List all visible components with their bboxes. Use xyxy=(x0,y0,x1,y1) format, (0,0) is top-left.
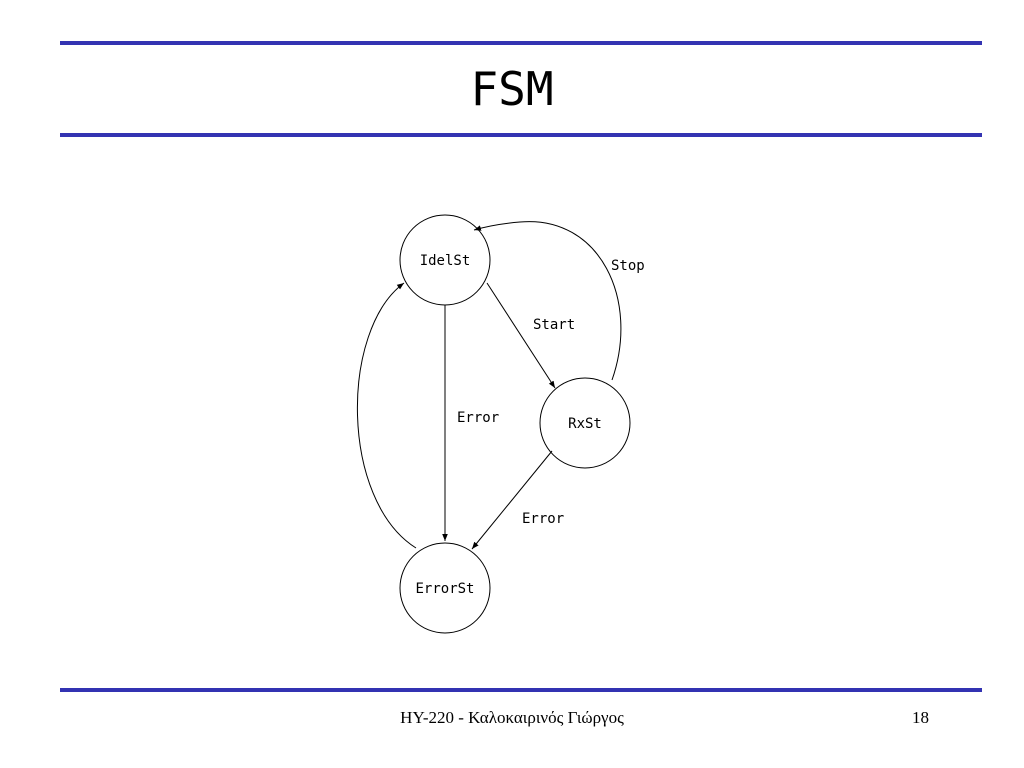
footer-rule xyxy=(60,688,982,692)
state-idle: IdelSt xyxy=(399,214,491,306)
transition-start-label: Start xyxy=(533,317,575,333)
state-error: ErrorSt xyxy=(399,542,491,634)
page-number: 18 xyxy=(912,708,929,727)
title-bottom-rule xyxy=(60,133,982,137)
state-rx-label: RxSt xyxy=(568,416,602,432)
footer-text: HY-220 - Καλοκαιρινός Γιώργος xyxy=(400,708,624,727)
transition-rx-error-label: Error xyxy=(522,511,564,527)
state-error-label: ErrorSt xyxy=(415,581,474,597)
transition-error-to-idle xyxy=(356,282,417,549)
transition-stop-label: Stop xyxy=(611,258,645,274)
slide-title: FSM xyxy=(470,62,554,116)
transition-rx-to-idle xyxy=(473,221,622,381)
transition-rx-to-error xyxy=(471,450,553,550)
transition-idle-to-rx xyxy=(486,282,556,389)
state-rx: RxSt xyxy=(539,377,631,469)
state-idle-label: IdelSt xyxy=(420,253,471,269)
title-top-rule xyxy=(60,41,982,45)
transition-idle-error-label: Error xyxy=(457,410,499,426)
